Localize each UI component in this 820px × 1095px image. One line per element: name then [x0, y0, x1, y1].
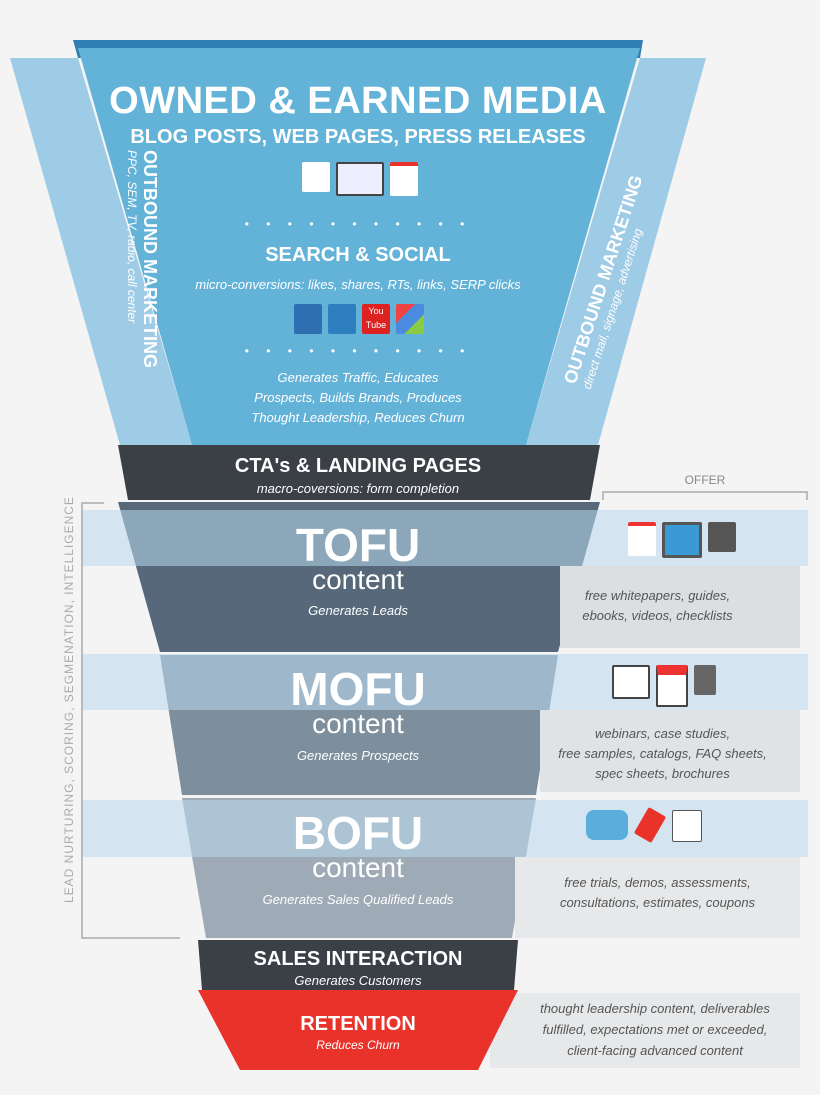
offer-label: OFFER	[684, 473, 726, 487]
twitter-icon	[328, 304, 356, 334]
search-social-subtitle: micro-conversions: likes, shares, RTs, l…	[195, 277, 521, 292]
benefit-line: Thought Leadership, Reduces Churn	[251, 410, 465, 425]
offer-line: consultations, estimates, coupons	[559, 895, 756, 910]
catalog-icon	[656, 665, 688, 707]
tofu-content: content	[312, 564, 404, 595]
offer-line: client-facing advanced content	[567, 1043, 743, 1058]
book-icon	[694, 665, 716, 695]
tofu-icons	[628, 522, 736, 558]
video-icon	[662, 522, 702, 558]
offer-line: free whitepapers, guides,	[584, 588, 731, 603]
google-icon	[396, 304, 424, 334]
offer-bracket	[602, 491, 808, 500]
divider-dots-2: • • • • • • • • • • •	[244, 344, 472, 358]
bofu-sub: Generates Sales Qualified Leads	[262, 892, 454, 907]
outbound-right-panel	[526, 58, 706, 445]
outbound-left-sub: PPC, SEM, TV, radio, call center	[125, 150, 139, 324]
price-tag-icon	[633, 807, 667, 843]
offer-line: fulfilled, expectations met or exceeded,	[542, 1022, 768, 1037]
offer-line: free samples, catalogs, FAQ sheets,	[558, 746, 767, 761]
owned-media-subtitle: BLOG POSTS, WEB PAGES, PRESS RELEASES	[130, 126, 586, 148]
mofu-offer: webinars, case studies, free samples, cat…	[520, 724, 805, 784]
offer-panel-bofu	[515, 857, 800, 938]
tofu-offer: free whitepapers, guides, ebooks, videos,…	[515, 586, 800, 626]
document-icon	[628, 522, 656, 556]
sales-sub: Generates Customers	[294, 973, 422, 988]
benefit-line: Prospects, Builds Brands, Produces	[254, 390, 462, 405]
media-icons	[302, 162, 418, 196]
retention-section	[198, 990, 518, 1070]
press-release-icon	[390, 162, 418, 196]
outbound-left-title: OUTBOUND MARKETING	[140, 150, 160, 368]
divider-dots: • • • • • • • • • • •	[244, 217, 472, 231]
offer-panel-tofu	[560, 566, 800, 648]
owned-media-section	[78, 48, 640, 445]
mofu-sub: Generates Prospects	[296, 748, 420, 763]
tofu-sub: Generates Leads	[308, 603, 408, 618]
retention-panel	[490, 993, 800, 1068]
outbound-left: OUTBOUND MARKETING PPC, SEM, TV, radio, …	[125, 150, 160, 368]
search-social-title: SEARCH & SOCIAL	[265, 244, 451, 266]
facebook-icon	[294, 304, 322, 334]
tofu-title: TOFU	[295, 519, 421, 571]
bofu-content: content	[312, 852, 404, 883]
bofu-title: BOFU	[292, 807, 424, 859]
sales-band	[198, 940, 518, 990]
chat-bubbles-icon	[586, 810, 628, 840]
retention-sub: Reduces Churn	[316, 1038, 400, 1052]
outbound-left-panel	[10, 58, 192, 445]
demo-file-icon	[672, 810, 702, 842]
cta-band	[118, 445, 600, 500]
cta-title: CTA's & LANDING PAGES	[234, 455, 482, 477]
mofu-icons	[612, 665, 716, 707]
bofu-offer: free trials, demos, assessments, consulta…	[515, 873, 800, 913]
webinar-monitor-icon	[612, 665, 650, 699]
bofu-icons	[586, 807, 702, 843]
sales-title: SALES INTERACTION	[253, 948, 463, 970]
cta-subtitle: macro-coversions: form completion	[256, 481, 460, 496]
retention-offer: thought leadership content, deliverables…	[505, 998, 805, 1061]
checklist-icon	[708, 522, 736, 552]
mofu-title: MOFU	[290, 663, 426, 715]
owned-media-title: OWNED & EARNED MEDIA	[109, 80, 607, 122]
social-icons: You Tube	[294, 304, 424, 334]
offer-line: ebooks, videos, checklists	[582, 608, 733, 623]
left-bracket	[81, 502, 180, 939]
offer-line: free trials, demos, assessments,	[564, 875, 751, 890]
offer-panel-mofu	[540, 710, 800, 792]
offer-line: webinars, case studies,	[594, 726, 731, 741]
mofu-content: content	[312, 708, 404, 739]
offer-line: spec sheets, brochures	[595, 766, 730, 781]
offer-line: thought leadership content, deliverables	[540, 1001, 770, 1016]
benefit-line: Generates Traffic, Educates	[277, 370, 439, 385]
youtube-icon: You Tube	[362, 304, 390, 334]
retention-title: RETENTION	[300, 1013, 416, 1035]
web-page-monitor-icon	[336, 162, 384, 196]
blog-post-icon	[302, 162, 330, 192]
